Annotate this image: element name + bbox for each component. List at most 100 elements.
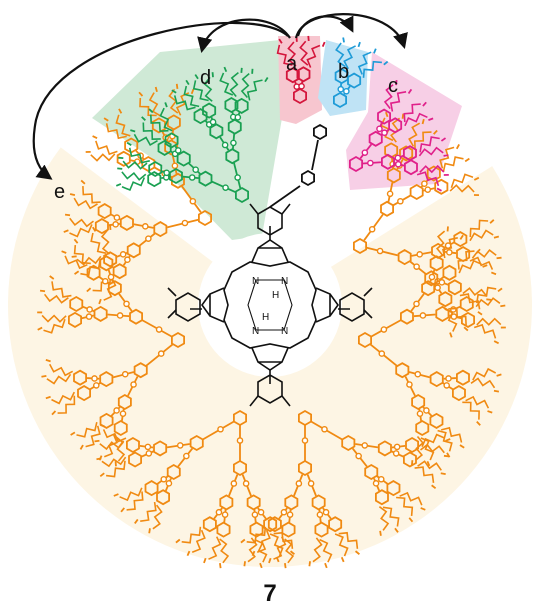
dendron-e-bottom-right-0-0-ether-oxygen [392, 450, 400, 457]
dendron-e-bottom-left-1-0-1-allyl-chain-vinyl [120, 507, 125, 513]
dendron-e-bottom-left-1-1-0-benzene-ring [128, 451, 142, 468]
dendron-e-right-upper-0-0-1-benzene-ring [399, 145, 414, 162]
dendron-e-left-lower-0-ether-oxygen [130, 381, 137, 388]
dendron-e-left-upper-0-benzene-ring [153, 221, 168, 238]
dendron-c-1-ether-oxygen [394, 154, 402, 162]
dendron-c-1-1-allyl-chain [419, 164, 445, 174]
arrow-a-to-c [294, 13, 408, 49]
dendron-e-right-lower-1-ether-oxygen [406, 381, 413, 388]
dendron-e-left-upper-0-1-0-allyl-chain-vinyl [63, 229, 69, 233]
dendron-e-bottom-left-1-0-1-benzene-ring [144, 480, 159, 497]
dendron-e-right-upper-1-0-1-allyl-chain-vinyl [491, 271, 497, 276]
dendron-e-right-lower-1-1-1-benzene-ring [415, 419, 430, 437]
dendron-d-1-1-1-allyl-chain [240, 72, 250, 99]
dendron-d-1-0-benzene-ring [209, 123, 224, 140]
dendron-e-bottom-left-1-1-1-allyl-chain-vinyl [99, 423, 106, 428]
dendron-e-right-upper-0-1-benzene-ring [409, 183, 424, 201]
dendron-e-right-upper-0-ether-oxygen [386, 190, 394, 198]
dendron-d-0-1-1-allyl-chain-vinyl [148, 108, 154, 114]
meso-aryl-left [175, 292, 202, 322]
dendron-e-right-upper-1-1-1-benzene-ring [438, 291, 453, 308]
dendron-e-left-upper-1-1-1-allyl-chain-vinyl [175, 83, 179, 89]
highlight-zones [8, 36, 533, 567]
label-e: e [54, 181, 65, 203]
dendron-d-benzene-ring [235, 186, 249, 204]
dendron-e-left-lower-0-0-1-allyl-chain [76, 422, 98, 438]
dendron-c-1-benzene-ring [381, 153, 395, 170]
dendron-d-1-benzene-ring [225, 148, 240, 165]
dendron-e-left-lower-0-0-ether-oxygen [113, 407, 120, 414]
dendron-c-0-0-benzene-ring [377, 108, 391, 125]
dendron-e-right-upper-1-1-0-allyl-chain [462, 287, 488, 297]
dendron-e-right-upper-1-0-ether-oxygen [444, 242, 452, 249]
dendron-e-bottom-right-1-1-0-allyl-chain-vinyl [268, 557, 272, 564]
dendron-e-left-lower-0-0-ether-oxygen [119, 410, 127, 417]
dendron-e-left-upper-0-0-1-allyl-chain [76, 255, 102, 266]
dendron-e-left-upper-0-0-0-allyl-chain-vinyl [86, 287, 92, 293]
dendron-e-right-upper-1-1-1-allyl-chain [444, 308, 458, 332]
dendron-d-0-1-0-allyl-chain-vinyl [130, 129, 136, 133]
dendron-e-left-lower-1-1-1-allyl-chain-vinyl [91, 226, 97, 232]
dendron-d-1-1-1-allyl-chain [246, 79, 263, 101]
dendron-e-right-upper-0-ether-oxygen [397, 197, 404, 205]
dendron-e-right-lower-1-0-1-allyl-chain-vinyl [487, 410, 493, 414]
dendron-a-1-allyl-chain [306, 44, 321, 68]
dendron-e-left-upper-0-ether-oxygen [145, 235, 152, 242]
dendron-e-bottom-left-0-1-0-allyl-chain-vinyl [219, 563, 222, 569]
dendron-e-bottom-right-0-0-ether-oxygen [393, 443, 401, 451]
dendron-e-bottom-left-0-1-1-allyl-chain-vinyl [175, 538, 181, 544]
dendron-e-right-upper-0-1-ether-oxygen [421, 180, 428, 188]
dendron-c-0-1-allyl-chain-vinyl [422, 101, 427, 107]
dendron-e-bottom-right-1-0-1-allyl-chain-vinyl [308, 561, 311, 567]
dendron-e-right-upper-1-1-0-allyl-chain-vinyl [486, 298, 492, 301]
dendron-e-left-lower-0-1-0-allyl-chain [57, 395, 76, 414]
dendron-e-right-lower-1-1-0-allyl-chain-vinyl [446, 452, 451, 458]
dendron-e-right-lower-1-benzene-ring [395, 362, 410, 379]
dendron-e-left-lower-0-0-1-allyl-chain-vinyl [79, 444, 84, 450]
dendron-e-left-lower-0-1-0-allyl-chain-vinyl [51, 410, 57, 416]
dendron-e-bottom-left-0-0-benzene-ring [246, 494, 261, 511]
dendron-e-bottom-right-1-1-0-allyl-chain [284, 538, 295, 564]
dendron-b-1-allyl-chain-vinyl [383, 60, 389, 66]
dendron-e-right-lower-1-1-0-allyl-chain-vinyl [459, 444, 465, 449]
dendron-e-left-upper-0-0-0-allyl-chain-vinyl [98, 298, 102, 305]
dendron-e-left-upper-0-1-1-allyl-chain [73, 197, 98, 210]
dendron-e-bottom-right-0-1-ether-oxygen [372, 480, 380, 487]
dendron-e-bottom-right-0-0-1-allyl-chain [417, 460, 442, 471]
dendron-c-1-0-allyl-chain [418, 146, 444, 157]
dendron-e-bottom-right-0-0-1-allyl-chain-vinyl [431, 484, 437, 490]
dendron-e-left-upper-1-1-0-allyl-chain-vinyl [154, 86, 158, 93]
dendron-e-right-upper-1-ether-oxygen [416, 251, 423, 258]
dendron-e-left-upper-0-1-0-allyl-chain [69, 217, 94, 228]
dendron-e-bottom-left-1-0-benzene-ring [166, 463, 181, 481]
core-atom-n3: N [252, 326, 259, 337]
dendron-e-left-upper-benzene-ring [198, 209, 212, 227]
dendron-d-1-0-0-benzene-ring [193, 108, 208, 125]
dendron-d-1-0-0-allyl-chain [183, 85, 200, 108]
dendron-e-left-upper-0-0-benzene-ring [126, 242, 141, 259]
dendron-e-left-lower-0-1-1-allyl-chain [46, 373, 72, 385]
meso-aryl-right [338, 292, 365, 322]
dendron-d-0-0-1-benzene-ring [148, 160, 163, 178]
dendron-b-0-benzene-ring [334, 68, 349, 85]
dendron-e-right-lower-0-ether-oxygen [413, 300, 420, 308]
dendron-e-right-upper-1-0-0-allyl-chain-vinyl [489, 219, 495, 224]
dendron-e-left-lower-0-0-benzene-ring [117, 393, 132, 411]
dendron-e-bottom-right-0-1-ether-oxygen [377, 475, 385, 483]
dendron-e-left-upper-0-1-ether-oxygen [112, 221, 119, 228]
dendron-e-bottom-right-1-0-0-allyl-chain-vinyl [340, 556, 345, 563]
dendron-e-bottom-left-ether-oxygen [217, 425, 224, 433]
dendron-e-right-upper-0-0-1-allyl-chain-vinyl [433, 129, 438, 135]
dendron-d-ether-oxygen [234, 174, 241, 181]
dendron-e-bottom-left-1-0-0-allyl-chain [152, 504, 163, 530]
dendron-e-left-upper-1-0-1-allyl-chain-vinyl [118, 108, 123, 114]
dendron-e-right-lower-0-0-0-allyl-chain-vinyl [459, 234, 464, 240]
dendron-e-right-upper-1-0-0-allyl-chain-vinyl [493, 235, 500, 239]
arrow-a-to-d [197, 18, 291, 54]
dendron-e-left-lower-0-0-1-allyl-chain-vinyl [70, 431, 76, 436]
dendron-e-bottom-right-1-benzene-ring [298, 459, 312, 477]
dendron-d-0-0-1-allyl-chain-vinyl [126, 141, 132, 147]
dendron-e-right-lower-0-1-0-allyl-chain [475, 297, 501, 308]
dendron-e-left-upper-0-1-0-benzene-ring [94, 218, 109, 235]
dendron-e-right-upper-1-0-1-benzene-ring [456, 246, 471, 263]
